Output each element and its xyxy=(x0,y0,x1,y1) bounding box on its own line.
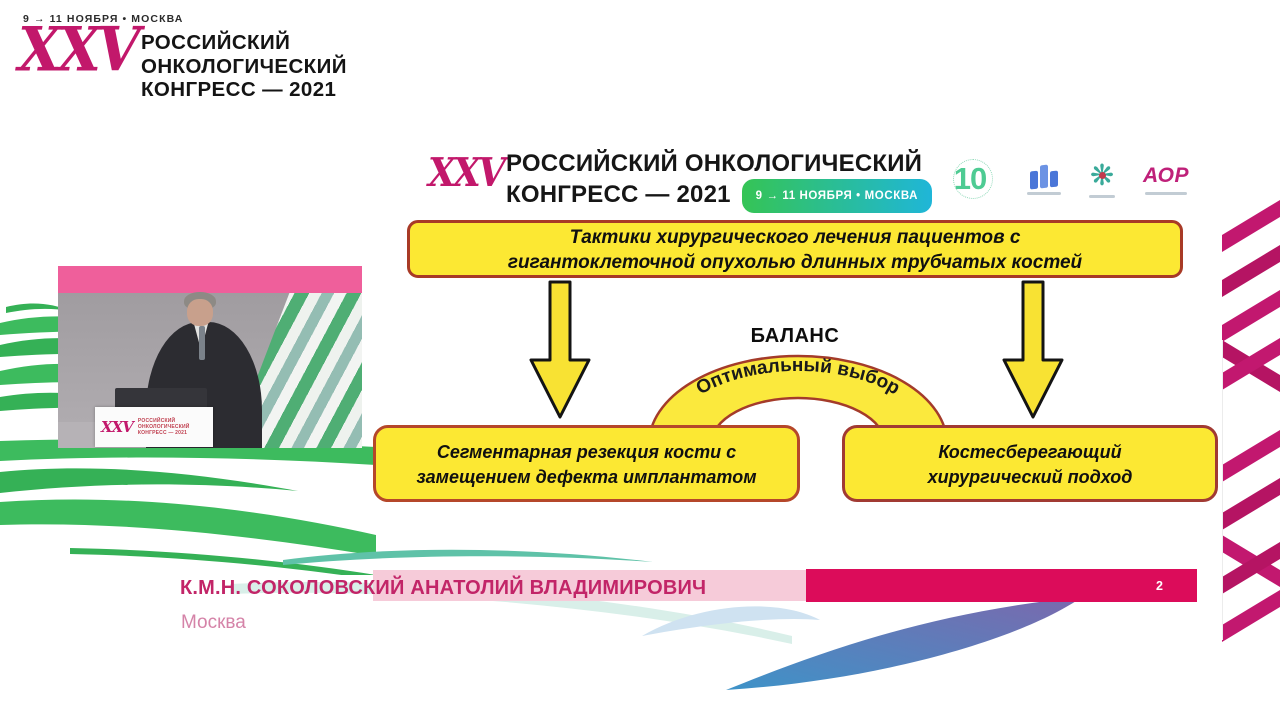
speaker-video: XXV РОССИЙСКИЙ ОНКОЛОГИЧЕСКИЙ КОНГРЕСС —… xyxy=(58,266,362,448)
podium-sign-xxv-monogram: XXV xyxy=(101,417,134,436)
partner-logos: 10 ❋ АОР xyxy=(941,147,1189,211)
star-logo: ❋ xyxy=(1089,161,1115,198)
anniversary-10-logo: 10 xyxy=(941,159,999,199)
speaker-face xyxy=(187,299,213,326)
slide-xxv-monogram: XXV xyxy=(428,149,506,197)
congress-title-line1: РОССИЙСКИЙ xyxy=(141,31,291,54)
footer-crimson-bar: 2 xyxy=(806,569,1197,602)
slide-edge-line xyxy=(1222,340,1223,640)
aor-logo: АОР xyxy=(1143,164,1189,195)
balance-arch: Оптимальный выбор xyxy=(647,354,949,446)
slide-congress-title-line1: РОССИЙСКИЙ ОНКОЛОГИЧЕСКИЙ xyxy=(506,150,923,177)
fund-logo xyxy=(1027,164,1061,195)
xxv-monogram: XXV xyxy=(18,14,140,86)
congress-dates-label: 9 → 11 НОЯБРЯ • МОСКВА xyxy=(23,13,184,25)
books-icon xyxy=(1030,162,1058,189)
podium-sign-text: РОССИЙСКИЙ ОНКОЛОГИЧЕСКИЙ КОНГРЕСС — 202… xyxy=(137,418,190,436)
bottom-swoosh-decoration xyxy=(230,549,1082,690)
left-down-arrow-icon xyxy=(529,280,591,419)
star-logo-caption xyxy=(1089,194,1115,198)
anniversary-number: 10 xyxy=(953,161,987,196)
balance-label: БАЛАНС xyxy=(750,325,840,347)
slide-congress-title-line2: КОНГРЕСС — 2021 xyxy=(506,181,731,208)
congress-title-line3: КОНГРЕСС — 2021 xyxy=(141,78,337,101)
left-option-box: Сегментарная резекция кости с замещением… xyxy=(373,425,800,502)
right-down-arrow-icon xyxy=(1002,280,1064,419)
video-pink-band xyxy=(58,266,362,293)
speaker-tie xyxy=(199,326,205,360)
right-option-box: Костесберегающий хирургический подход xyxy=(842,425,1218,502)
slide-title-box: Тактики хирургического лечения пациентов… xyxy=(407,220,1183,278)
starburst-icon: ❋ xyxy=(1089,159,1115,192)
fund-logo-caption xyxy=(1027,191,1061,195)
aor-logo-caption xyxy=(1144,191,1187,195)
speaker-name: К.М.Н. СОКОЛОВСКИЙ АНАТОЛИЙ ВЛАДИМИРОВИЧ xyxy=(180,577,707,599)
slide-congress-title: РОССИЙСКИЙ ОНКОЛОГИЧЕСКИЙ КОНГРЕСС — 202… xyxy=(506,150,933,213)
congress-title-line2: ОНКОЛОГИЧЕСКИЙ xyxy=(141,54,347,78)
dates-badge: 9 → 11 НОЯБРЯ • МОСКВА xyxy=(741,179,933,213)
speaker-city: Москва xyxy=(181,612,246,633)
podium-sign: XXV РОССИЙСКИЙ ОНКОЛОГИЧЕСКИЙ КОНГРЕСС —… xyxy=(95,407,213,447)
aor-label: АОР xyxy=(1143,163,1189,187)
slide-page-number: 2 xyxy=(1156,578,1163,593)
congress-title: РОССИЙСКИЙ ОНКОЛОГИЧЕСКИЙ КОНГРЕСС — 202… xyxy=(141,31,347,102)
magenta-ribbons-decoration xyxy=(1222,200,1280,642)
